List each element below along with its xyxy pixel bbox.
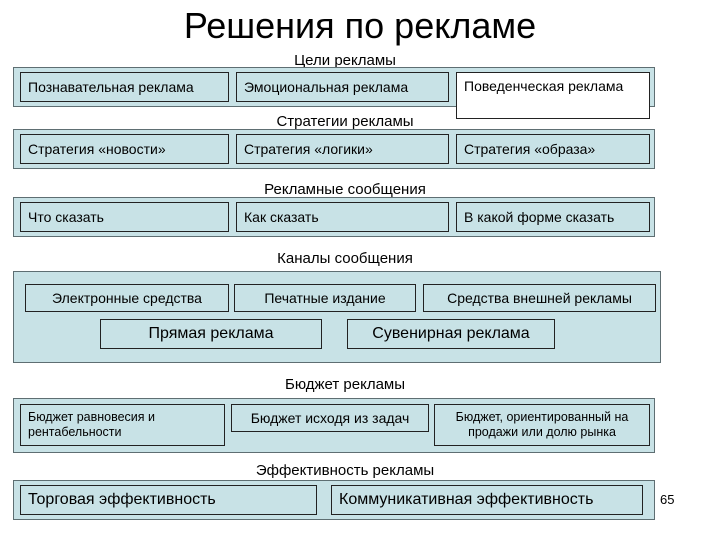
budget-sales: Бюджет, ориентированный на продажи или д…	[434, 404, 650, 446]
section-label-strategies: Стратегии рекламы	[276, 113, 414, 130]
strategy-news: Стратегия «новости»	[20, 134, 229, 164]
budget-equilibrium: Бюджет равновесия и рентабельности	[20, 404, 225, 446]
strategy-image: Стратегия «образа»	[456, 134, 650, 164]
channel-electronic: Электронные средства	[25, 284, 229, 312]
effect-trade: Торговая эффективность	[20, 485, 317, 515]
channel-print: Печатные издание	[234, 284, 416, 312]
message-how: Как сказать	[236, 202, 449, 232]
message-what: Что сказать	[20, 202, 229, 232]
strategy-logic: Стратегия «логики»	[236, 134, 449, 164]
page-number: 65	[660, 492, 675, 507]
effect-communicative: Коммуникативная эффективность	[331, 485, 643, 515]
budget-task: Бюджет исходя из задач	[231, 404, 429, 432]
section-label-channels: Каналы сообщения	[277, 250, 413, 267]
message-form: В какой форме сказать	[456, 202, 650, 232]
channel-direct: Прямая реклама	[100, 319, 322, 349]
section-label-effectiveness: Эффективность рекламы	[255, 462, 435, 479]
section-label-budget: Бюджет рекламы	[284, 376, 406, 393]
channel-souvenir: Сувенирная реклама	[347, 319, 555, 349]
goal-behavioral: Поведенческая реклама	[456, 72, 650, 119]
section-label-messages: Рекламные сообщения	[264, 181, 426, 198]
channel-outdoor: Средства внешней рекламы	[423, 284, 656, 312]
slide-title: Решения по рекламе	[183, 5, 537, 46]
goal-emotional: Эмоциональная реклама	[236, 72, 449, 102]
goal-cognitive: Познавательная реклама	[20, 72, 229, 102]
section-label-goals: Цели рекламы	[294, 52, 396, 69]
